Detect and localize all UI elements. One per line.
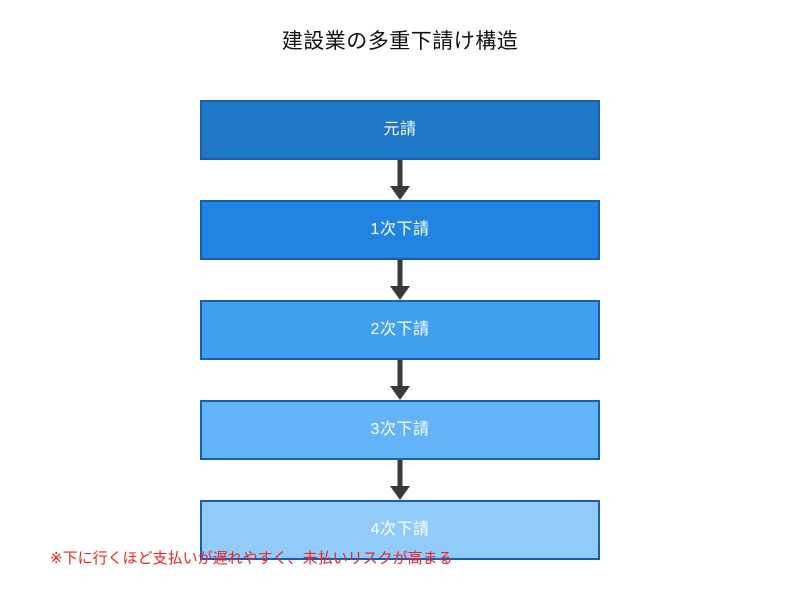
flow-node-tier-3[interactable]: 3次下請 [200, 400, 600, 460]
flow-node-moto-uke[interactable]: 元請 [200, 100, 600, 160]
arrow-down-icon [388, 260, 412, 300]
flow-node-tier-4[interactable]: 4次下請 [200, 500, 600, 560]
arrow-down-icon [388, 460, 412, 500]
flow-node-label: 1次下請 [370, 221, 430, 238]
flow-node-tier-1[interactable]: 1次下請 [200, 200, 600, 260]
arrow-down-icon [388, 160, 412, 200]
flow-node-label: 元請 [383, 121, 417, 138]
flow-node-tier-2[interactable]: 2次下請 [200, 300, 600, 360]
arrow-down-icon [388, 360, 412, 400]
flow-node-label: 3次下請 [370, 421, 430, 438]
flow-node-label: 2次下請 [370, 321, 430, 338]
page-title: 建設業の多重下請け構造 [281, 30, 519, 53]
risk-note: ※下に行くほど支払いが遅れやすく、未払いリスクが高まる [50, 550, 453, 567]
flow-node-label: 4次下請 [370, 521, 430, 538]
